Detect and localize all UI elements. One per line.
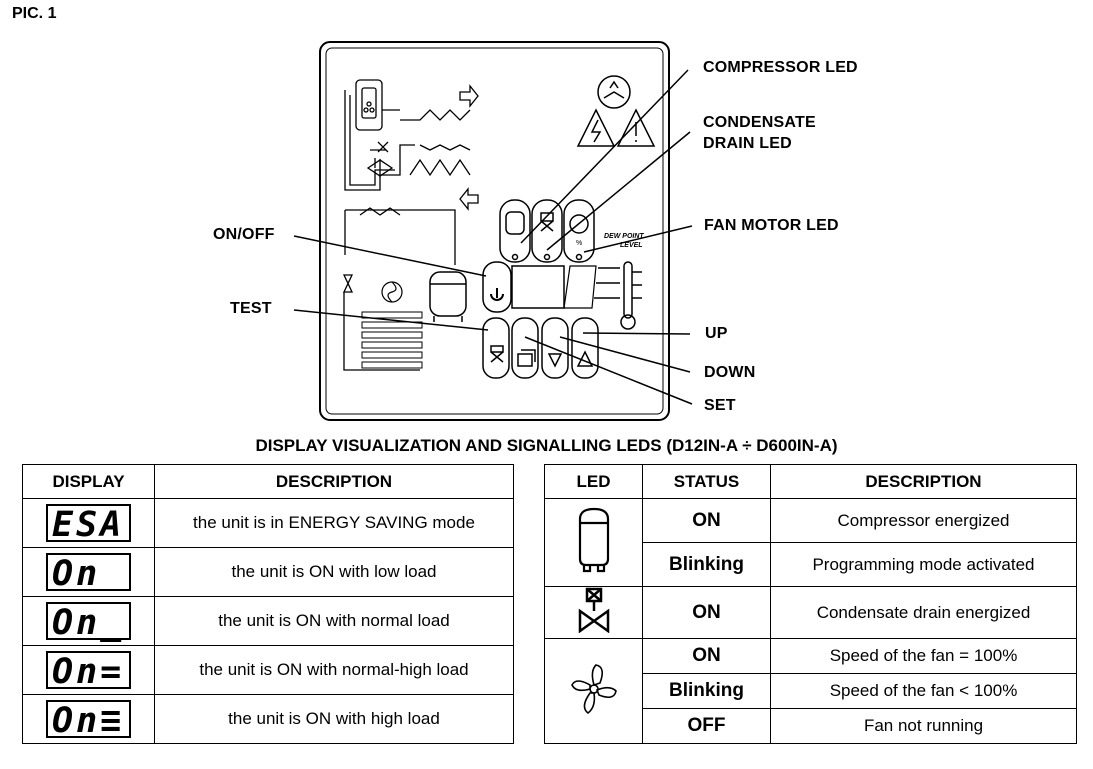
on-off-button [482, 261, 512, 313]
table-row: ESA the unit is in ENERGY SAVING mode [22, 498, 514, 548]
row-description: the unit is ON with low load [154, 547, 514, 597]
table-row: Blinking Speed of the fan < 100% [545, 673, 1077, 709]
drain-icon-cell [544, 586, 643, 639]
up-button [571, 317, 599, 379]
led-status: ON [642, 638, 771, 674]
refrigerant-circuit-icon [342, 79, 479, 371]
on-off-callout: ON/OFF [213, 226, 275, 243]
row-description: the unit is ON with normal-high load [154, 645, 514, 695]
table-row: On the unit is ON with low load [22, 547, 514, 597]
table-row: ON Condensate drain energized [544, 586, 1077, 639]
compressor-led-indicator [499, 199, 531, 263]
control-panel-diagram: % DEW POINT LEVEL [293, 41, 693, 421]
description-header: DESCRIPTION [154, 464, 514, 499]
row-description: the unit is in ENERGY SAVING mode [154, 498, 514, 548]
circuit-fan-icon [381, 281, 403, 303]
display-header: DISPLAY [22, 464, 155, 499]
led-description: Condensate drain energized [770, 586, 1077, 639]
manual-icon [597, 75, 631, 109]
led-description: Speed of the fan < 100% [770, 673, 1077, 709]
led-header: LED [544, 464, 643, 499]
led-table: LED STATUS DESCRIPTION ON Compressor ene… [544, 464, 1077, 744]
lcd-readout: ESA [46, 504, 131, 544]
circuit-compressor-icon [429, 271, 467, 322]
figure-title: PIC. 1 [12, 5, 57, 22]
led-status: ON [642, 498, 771, 543]
led-status: Blinking [642, 673, 771, 709]
table-row: ON Compressor energized [544, 498, 1077, 587]
condensate-led-callout-1: CONDENSATE [703, 114, 816, 131]
fan-motor-led-callout: FAN MOTOR LED [704, 217, 839, 234]
electric-hazard-icon [576, 108, 616, 147]
dew-point-level-label: LEVEL [620, 242, 643, 249]
fan-icon-cell [544, 638, 643, 744]
dew-point-bars [594, 261, 642, 330]
set-button [511, 317, 539, 379]
power-icon [490, 288, 504, 301]
condensate-led-callout-2: DRAIN LED [703, 135, 792, 152]
dew-point-label: DEW POINT [604, 233, 644, 240]
row-description: the unit is ON with high load [154, 694, 514, 744]
led-description: Programming mode activated [770, 542, 1077, 587]
table-row: On_ the unit is ON with normal load [22, 596, 514, 646]
drain-led-indicator [531, 199, 563, 263]
compressor-icon-cell [544, 498, 643, 587]
led-description-header: DESCRIPTION [770, 464, 1077, 499]
compressor-icon [578, 507, 609, 573]
set-callout: SET [704, 397, 736, 414]
table-row: On≡ the unit is ON with high load [22, 694, 514, 744]
compressor-led-callout: COMPRESSOR LED [703, 59, 858, 76]
led-description: Compressor energized [770, 498, 1077, 543]
lcd-readout: On= [46, 651, 131, 691]
status-header: STATUS [642, 464, 771, 499]
test-callout: TEST [230, 300, 272, 317]
led-description: Fan not running [770, 708, 1077, 744]
down-callout: DOWN [704, 364, 756, 381]
table-row: On= the unit is ON with normal-high load [22, 645, 514, 695]
up-callout: UP [705, 325, 728, 342]
lcd-display [511, 265, 565, 309]
warning-icon [616, 108, 656, 147]
condenser-coil-icon [361, 311, 423, 369]
figure-caption: DISPLAY VISUALIZATION AND SIGNALLING LED… [255, 436, 838, 455]
lcd-readout: On_ [46, 602, 131, 642]
row-description: the unit is ON with normal load [154, 596, 514, 646]
led-status: ON [642, 586, 771, 639]
led-description: Speed of the fan = 100% [770, 638, 1077, 674]
display-table: DISPLAY DESCRIPTION ESA the unit is in E… [22, 464, 514, 744]
percent-label: % [576, 240, 582, 247]
led-status: OFF [642, 708, 771, 744]
table-row: ON Speed of the fan = 100% [544, 638, 1077, 744]
led-status: Blinking [642, 542, 771, 587]
lcd-readout: On [46, 553, 131, 593]
fan-led-indicator [563, 199, 595, 263]
fan-icon [570, 663, 617, 714]
drain-valve-icon [578, 587, 609, 634]
down-button [541, 317, 569, 379]
test-button [482, 317, 510, 379]
table-row: OFF Fan not running [545, 708, 1077, 744]
lcd-readout: On≡ [46, 700, 131, 740]
